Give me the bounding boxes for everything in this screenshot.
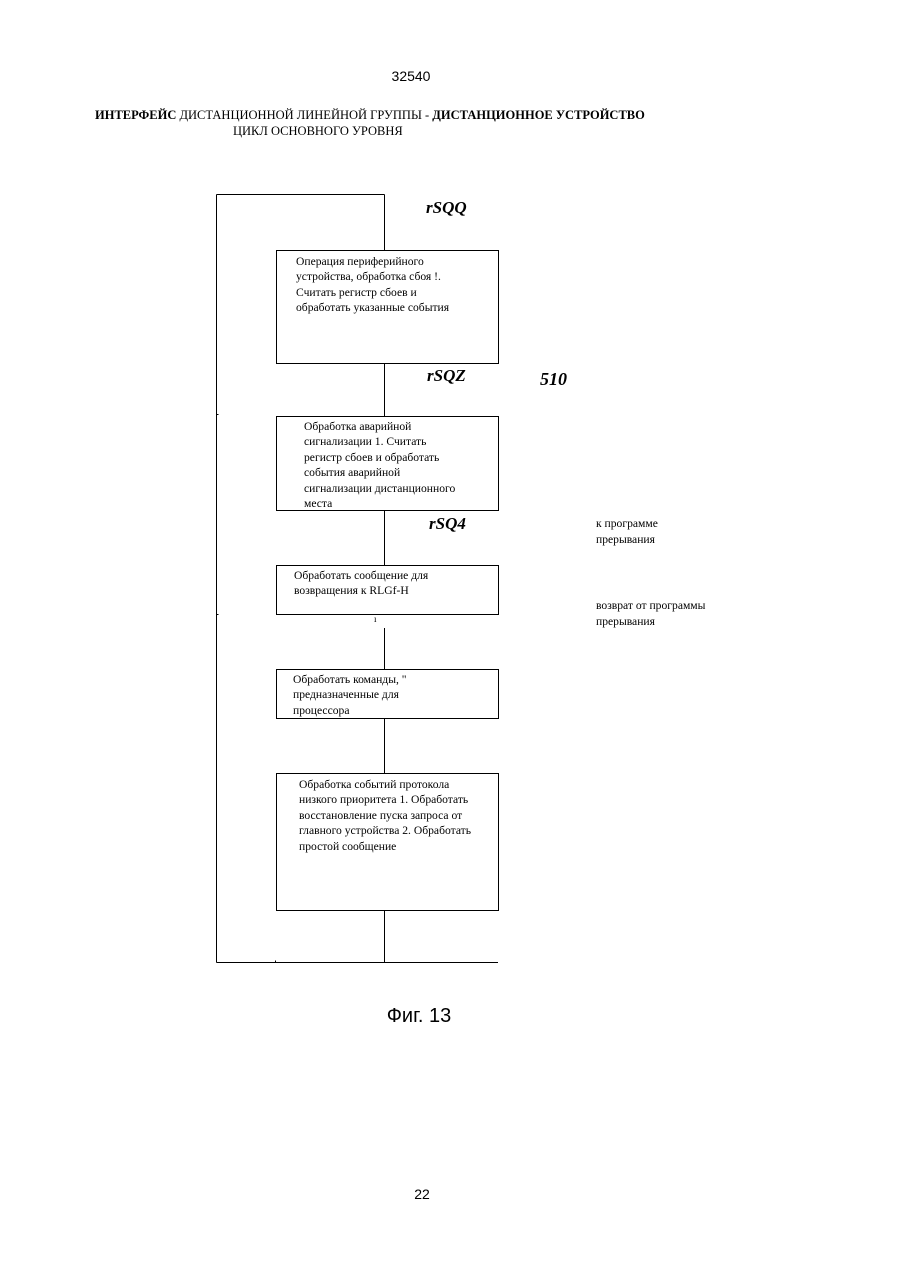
flowchart-box-4: Обработать команды, " предназначенные дл…: [276, 669, 499, 719]
side-note-to-interrupt: к программе прерывания: [596, 516, 688, 549]
box-3-text: Обработать сообщение для возвращения к R…: [294, 568, 454, 599]
flowchart-box-5: Обработка событий протокола низкого прио…: [276, 773, 499, 911]
tick-mark: ı: [374, 614, 377, 624]
flowchart-box-1: Операция периферийного устройства, обраб…: [276, 250, 499, 364]
box-1-text: Операция периферийного устройства, обраб…: [296, 254, 458, 316]
step-label-rsqq: rSQQ: [426, 198, 467, 218]
side-note-return-from-interrupt: возврат от программы прерывания: [596, 598, 736, 631]
step-label-rsq4: rSQ4: [429, 514, 466, 534]
flowchart-box-3: Обработать сообщение для возвращения к R…: [276, 565, 499, 615]
step-label-rsqz: rSQZ: [427, 366, 466, 386]
box-2-text: Обработка аварийной сигнализации 1. Счит…: [304, 419, 462, 511]
reference-number: 510: [540, 369, 567, 390]
figure-caption: Фиг. 13: [0, 1005, 838, 1028]
flowchart-box-2: Обработка аварийной сигнализации 1. Счит…: [276, 416, 499, 511]
page-number: 22: [0, 1186, 844, 1202]
box-5-text: Обработка событий протокола низкого прио…: [299, 777, 474, 854]
box-4-text: Обработать команды, " предназначенные дл…: [293, 672, 438, 718]
